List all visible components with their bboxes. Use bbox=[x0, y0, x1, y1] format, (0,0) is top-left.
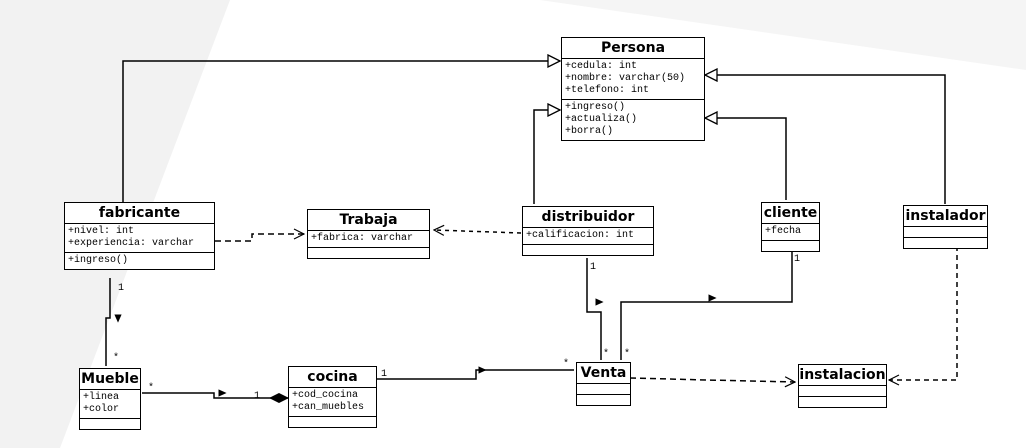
multiplicity-label: 1 bbox=[381, 369, 387, 380]
class-member: +calificacion: int bbox=[526, 230, 635, 241]
class-attributes: +fabrica: varchar bbox=[308, 231, 429, 248]
class-member: +cod_cocina bbox=[292, 390, 359, 401]
class-mueble[interactable]: Mueble +linea+color bbox=[79, 368, 141, 430]
class-operations bbox=[80, 419, 140, 429]
class-member: +nivel: int bbox=[68, 226, 135, 237]
class-persona[interactable]: Persona +cedula: int+nombre: varchar(50)… bbox=[561, 37, 705, 141]
generalization-distribuidor-persona bbox=[533, 110, 560, 204]
class-member: +ingreso() bbox=[565, 102, 626, 113]
dependency-fabricante-trabaja bbox=[215, 234, 304, 242]
class-member: +linea bbox=[83, 392, 120, 403]
class-member: +cedula: int bbox=[565, 61, 638, 72]
class-attributes bbox=[799, 386, 886, 397]
class-name: Trabaja bbox=[308, 210, 429, 231]
multiplicity-label: * bbox=[148, 382, 154, 394]
class-name: Persona bbox=[562, 38, 704, 59]
dependency-venta-instalacion bbox=[629, 378, 795, 382]
association-fabricante-mueble bbox=[105, 278, 111, 366]
class-distribuidor[interactable]: distribuidor +calificacion: int bbox=[522, 206, 654, 256]
composition-mueble-cocina bbox=[142, 392, 289, 403]
class-name: Mueble bbox=[80, 369, 140, 390]
class-operations: +ingreso()+actualiza()+borra() bbox=[562, 100, 704, 140]
watermark-shape-top-right bbox=[540, 0, 1026, 70]
class-name: instalador bbox=[904, 206, 987, 227]
class-attributes: +cod_cocina+can_muebles bbox=[289, 388, 376, 417]
class-member: +nombre: varchar(50) bbox=[565, 73, 686, 84]
class-member: +fecha bbox=[765, 226, 802, 237]
class-member: +ingreso() bbox=[68, 255, 129, 266]
multiplicity-label: 1 bbox=[590, 262, 596, 273]
class-attributes: +calificacion: int bbox=[523, 228, 653, 245]
class-member: +can_muebles bbox=[292, 402, 365, 413]
class-attributes: +fecha bbox=[762, 224, 819, 241]
dependency-instalador-instalacion bbox=[889, 246, 958, 380]
class-member: +fabrica: varchar bbox=[311, 233, 414, 244]
class-member: +telefono: int bbox=[565, 85, 650, 96]
generalization-fabricante-persona bbox=[122, 61, 560, 202]
class-member: +actualiza() bbox=[565, 114, 638, 125]
class-attributes: +nivel: int+experiencia: varchar bbox=[65, 224, 214, 253]
class-name: distribuidor bbox=[523, 207, 653, 228]
multiplicity-label: * bbox=[603, 348, 609, 360]
class-attributes: +cedula: int+nombre: varchar(50)+telefon… bbox=[562, 59, 704, 100]
class-venta[interactable]: Venta bbox=[576, 362, 631, 406]
class-operations bbox=[523, 245, 653, 255]
multiplicity-label: 1 bbox=[118, 283, 124, 294]
class-operations bbox=[799, 397, 886, 407]
association-distribuidor-venta bbox=[586, 258, 602, 360]
dependency-distribuidor-trabaja bbox=[434, 230, 522, 233]
multiplicity-label: * bbox=[113, 352, 119, 364]
multiplicity-label: * bbox=[624, 348, 630, 360]
class-attributes: +linea+color bbox=[80, 390, 140, 419]
class-operations bbox=[289, 417, 376, 427]
class-trabaja[interactable]: Trabaja +fabrica: varchar bbox=[307, 209, 430, 259]
class-member: +borra() bbox=[565, 126, 614, 137]
class-cocina[interactable]: cocina +cod_cocina+can_muebles bbox=[288, 366, 377, 428]
generalization-cliente-persona bbox=[705, 118, 787, 200]
class-name: cliente bbox=[762, 203, 819, 224]
class-name: instalacion bbox=[799, 365, 886, 386]
multiplicity-label: 1 bbox=[254, 391, 260, 402]
multiplicity-label: * bbox=[563, 358, 569, 370]
class-name: fabricante bbox=[65, 203, 214, 224]
class-instalador[interactable]: instalador bbox=[903, 205, 988, 249]
class-operations bbox=[904, 238, 987, 248]
class-name: cocina bbox=[289, 367, 376, 388]
multiplicity-label: 1 bbox=[794, 254, 800, 265]
class-operations bbox=[308, 248, 429, 258]
class-operations bbox=[762, 241, 819, 251]
class-name: Venta bbox=[577, 363, 630, 384]
class-member: +color bbox=[83, 404, 120, 415]
class-attributes bbox=[577, 384, 630, 395]
class-fabricante[interactable]: fabricante +nivel: int+experiencia: varc… bbox=[64, 202, 215, 270]
association-cocina-venta bbox=[377, 369, 574, 380]
class-attributes bbox=[904, 227, 987, 238]
class-operations bbox=[577, 395, 630, 405]
generalization-instalador-persona bbox=[705, 75, 946, 204]
class-instalacion[interactable]: instalacion bbox=[798, 364, 887, 408]
class-cliente[interactable]: cliente +fecha bbox=[761, 202, 820, 252]
class-operations: +ingreso() bbox=[65, 253, 214, 269]
class-member: +experiencia: varchar bbox=[68, 238, 195, 249]
association-cliente-venta bbox=[620, 248, 793, 360]
